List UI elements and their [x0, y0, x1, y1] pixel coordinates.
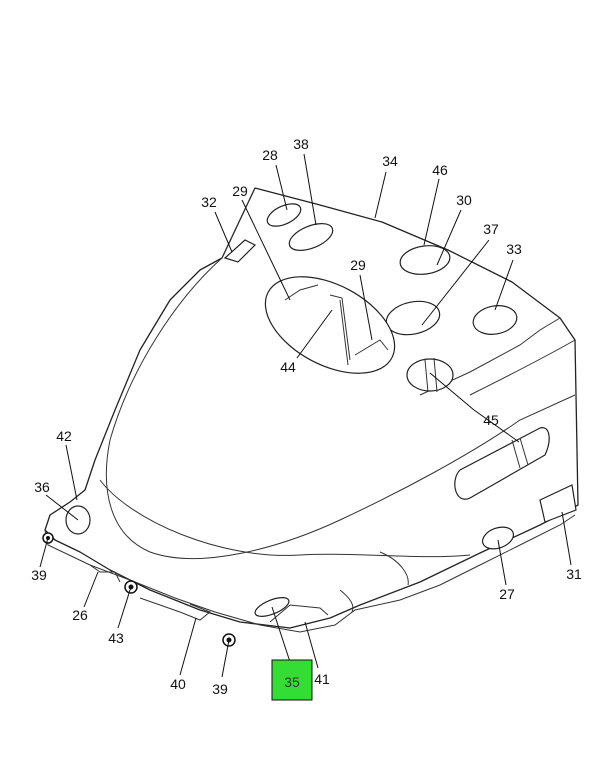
leader-lines: [39, 153, 572, 678]
flange-bracket-40: [139, 597, 211, 621]
callout-46[interactable]: 46: [432, 162, 448, 178]
leader-39a: [39, 537, 49, 568]
callout-39-left[interactable]: 39: [31, 567, 47, 583]
leader-36: [45, 494, 79, 521]
callout-26[interactable]: 26: [72, 607, 88, 623]
flange-bracket-26: [89, 564, 121, 583]
callout-40[interactable]: 40: [170, 676, 186, 692]
hole-28: [266, 203, 302, 227]
callout-44[interactable]: 44: [280, 359, 296, 375]
callout-30[interactable]: 30: [456, 192, 472, 208]
hood-dome-crease: [99, 479, 471, 558]
hole-38: [288, 223, 334, 251]
side-vent-opening: [454, 427, 550, 500]
callout-34[interactable]: 34: [382, 153, 398, 169]
leader-41: [304, 621, 319, 669]
callout-38[interactable]: 38: [293, 136, 309, 152]
corner-opening-32: [223, 239, 257, 263]
leader-42: [65, 444, 78, 501]
leader-37: [421, 239, 490, 326]
callout-36[interactable]: 36: [34, 479, 50, 495]
leader-43: [117, 586, 132, 629]
callout-35[interactable]: 35: [284, 674, 300, 690]
callout-29[interactable]: 29: [232, 183, 248, 199]
callout-labels: 28 38 34 46 29 32 30 37 33 29 44 45 42 3…: [31, 136, 582, 697]
top-deck-edge: [221, 187, 561, 396]
leader-44: [296, 309, 333, 359]
callout-29-second[interactable]: 29: [350, 257, 366, 273]
callout-39-right[interactable]: 39: [212, 681, 228, 697]
leader-46: [423, 178, 440, 246]
internal-struts: [284, 284, 529, 469]
leader-30: [436, 209, 462, 266]
leader-29b: [359, 274, 373, 341]
callout-31[interactable]: 31: [566, 566, 582, 582]
side-skirt-panel: [339, 551, 409, 613]
leader-28: [275, 164, 288, 211]
leader-35: [271, 606, 293, 669]
callout-33[interactable]: 33: [506, 241, 522, 257]
callout-27[interactable]: 27: [499, 586, 515, 602]
leader-34: [374, 171, 387, 219]
callout-37[interactable]: 37: [483, 221, 499, 237]
leader-39b: [221, 639, 230, 678]
callout-41[interactable]: 41: [314, 671, 330, 687]
hood-dome-edge: [105, 257, 576, 560]
flange-step: [269, 604, 329, 623]
leader-27: [497, 539, 507, 586]
lower-flange: [44, 514, 576, 633]
callout-45[interactable]: 45: [483, 412, 499, 428]
corner-opening-31: [539, 484, 577, 523]
leader-38: [303, 153, 317, 226]
side-panel-edge: [469, 339, 576, 396]
leader-26: [83, 571, 99, 608]
hole-44: [264, 276, 396, 374]
hole-30: [399, 245, 451, 275]
callout-32[interactable]: 32: [201, 194, 217, 210]
leader-45: [429, 372, 520, 443]
highlight-box-35: [271, 659, 313, 701]
leader-29a: [241, 199, 291, 301]
callout-28[interactable]: 28: [262, 147, 278, 163]
leader-31: [561, 511, 572, 566]
hole-27: [481, 526, 515, 550]
hood-body: [44, 187, 579, 629]
hole-33: [472, 305, 518, 335]
callout-43[interactable]: 43: [108, 630, 124, 646]
leader-40: [179, 617, 197, 676]
leader-33: [494, 259, 514, 311]
callout-42[interactable]: 42: [56, 428, 72, 444]
leader-32: [214, 211, 233, 253]
